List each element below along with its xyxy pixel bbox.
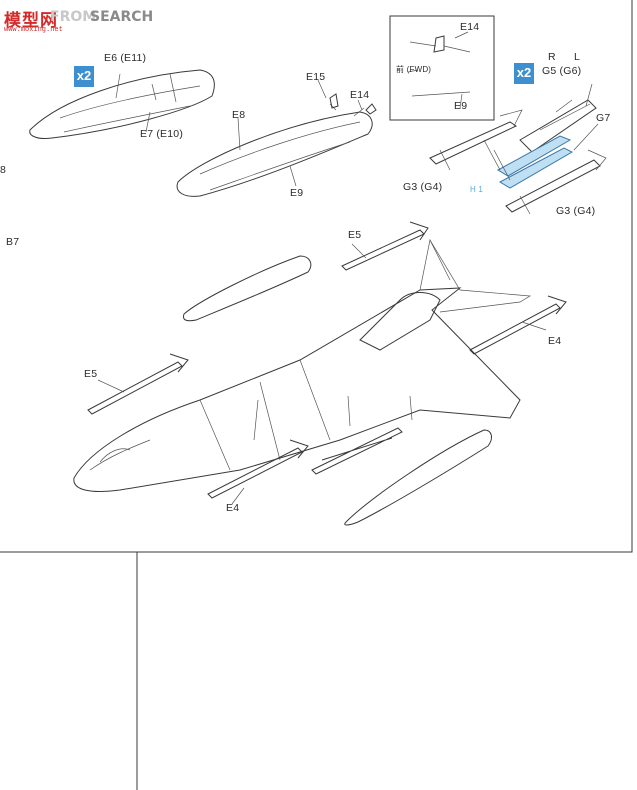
detail-e9-line xyxy=(411,91,471,97)
part-label-e5-left: E5 xyxy=(84,368,98,380)
pylon-g5-g6 xyxy=(519,99,597,153)
quantity-badge-pylons: x2 xyxy=(514,63,534,84)
watermark-prefix: FROM xyxy=(50,9,97,25)
part-label-g3-right: G3 (G4) xyxy=(556,205,596,217)
missile-center-cluster xyxy=(311,427,403,475)
part-label-e15: E15 xyxy=(306,71,326,83)
part-label-e9: E9 xyxy=(290,187,304,199)
part-label-g5: G5 (G6) xyxy=(542,65,582,77)
edge-label-b7: B7 xyxy=(6,236,20,248)
wing-tank-left xyxy=(183,255,312,322)
fuel-pod-e6-e7 xyxy=(29,69,215,139)
watermark-url: www.moxing.net xyxy=(4,26,63,34)
edge-label-8: 8 xyxy=(0,164,7,176)
part-label-e14: E14 xyxy=(350,89,370,101)
side-label-right: R xyxy=(548,51,556,63)
missile-g3-left xyxy=(429,109,523,171)
part-label-g3-left: G3 (G4) xyxy=(403,181,443,193)
watermark-site-name: 模型网 xyxy=(4,11,58,30)
missile-e4-right xyxy=(469,295,567,355)
leader-lines xyxy=(97,69,599,505)
part-label-e9-detail: E9 xyxy=(454,100,468,112)
aircraft-underside xyxy=(73,238,532,492)
part-label-e8: E8 xyxy=(232,109,246,121)
watermark-search-text: SEARCH xyxy=(90,9,154,25)
watermark-logo: 模型网 FROM SEARCH www.moxing.net xyxy=(2,4,162,36)
missile-g3-right xyxy=(505,149,607,215)
missile-e5-left xyxy=(87,353,189,415)
part-label-e7: E7 (E10) xyxy=(140,128,184,140)
missile-e4-bottom xyxy=(207,439,309,499)
detail-e14-part xyxy=(409,31,471,53)
part-label-e14-detail: E14 xyxy=(460,21,480,33)
step-frame xyxy=(0,0,633,553)
part-label-e6: E6 (E11) xyxy=(104,52,147,64)
part-label-g7: G7 xyxy=(596,112,611,124)
fwd-direction-label: 前 (FWD) xyxy=(396,65,432,74)
part-label-e4-bottom: E4 xyxy=(226,502,240,514)
side-label-left: L xyxy=(574,51,581,63)
part-label-h1: H 1 xyxy=(470,185,484,194)
quantity-badge-pods: x2 xyxy=(74,66,94,87)
centerline-tank xyxy=(344,429,492,526)
part-label-e4-right: E4 xyxy=(548,335,562,347)
fuel-pod-e8-e9 xyxy=(176,93,377,197)
part-label-e5-top: E5 xyxy=(348,229,362,241)
missile-e5-top xyxy=(341,221,429,271)
launch-rail-h1-highlighted xyxy=(496,135,574,189)
detail-inset-box xyxy=(389,15,495,121)
